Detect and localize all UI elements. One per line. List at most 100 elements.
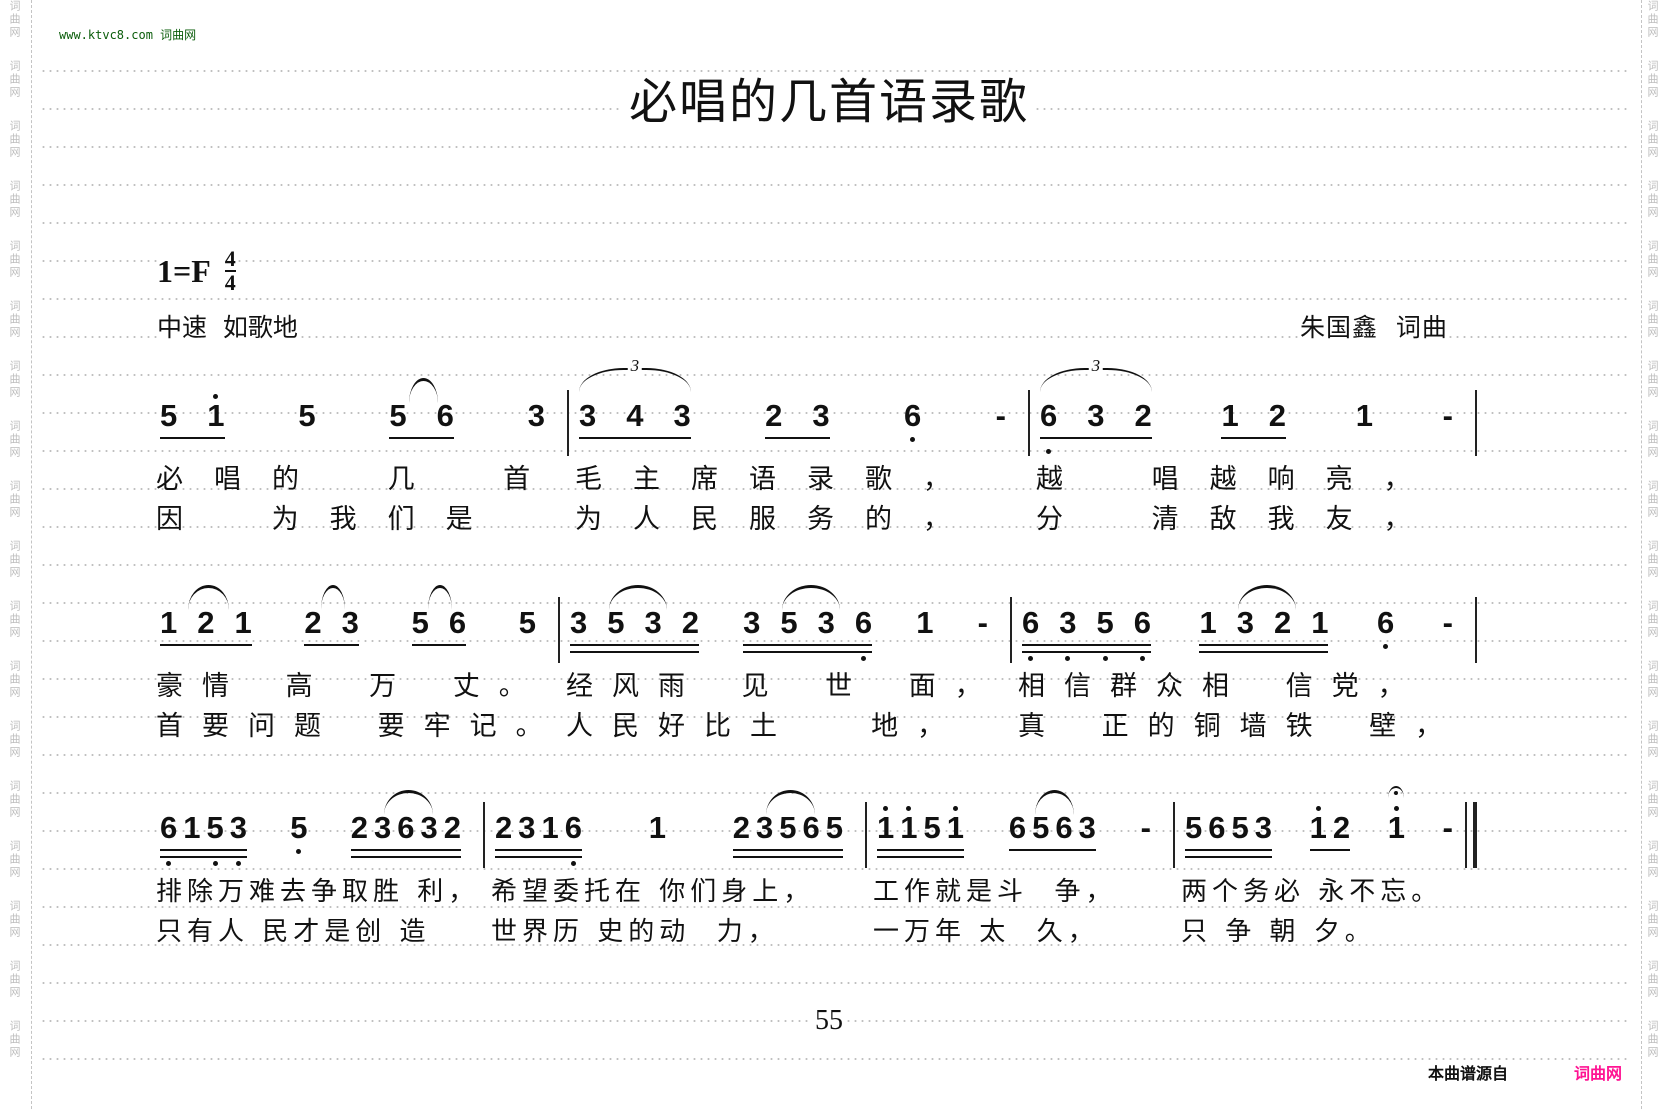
slur-mark xyxy=(427,585,453,610)
note: 3 xyxy=(812,398,830,433)
note: 3 xyxy=(420,810,438,845)
lyric-line-2: 只有人 民才是创 造 xyxy=(156,917,431,947)
watermark-text: 词曲网 xyxy=(1646,360,1658,399)
lyric-line-2: 只 争 朝 夕。 xyxy=(1181,917,1376,947)
note: 5 xyxy=(298,398,316,433)
note: 5 xyxy=(1032,810,1050,845)
note-group: - xyxy=(978,605,988,644)
note: 6 xyxy=(1376,605,1395,649)
watermark-text: 词曲网 xyxy=(8,60,21,99)
note: 6 xyxy=(397,810,415,845)
note-group: 1 xyxy=(1356,398,1373,437)
note: 4 xyxy=(626,398,644,433)
barline xyxy=(865,802,867,868)
watermark-text: 词曲网 xyxy=(1646,1020,1658,1059)
note-group: - xyxy=(996,398,1006,437)
barline xyxy=(1028,390,1030,456)
slur-mark xyxy=(320,585,346,610)
time-signature-top: 4 xyxy=(224,246,236,271)
note: 3 xyxy=(1059,605,1077,661)
note: 6 xyxy=(1008,810,1027,845)
slur-mark xyxy=(765,790,816,815)
note: 6 xyxy=(1133,605,1151,661)
note: 2 xyxy=(732,810,750,845)
note: 1 xyxy=(916,605,934,640)
barline xyxy=(567,390,569,456)
barline xyxy=(1475,390,1477,456)
note-group: 6 xyxy=(904,398,922,442)
lyric-line-1: 相信群众相 信党， xyxy=(1018,671,1424,702)
fermata-icon xyxy=(1388,786,1405,798)
note-group: 6 xyxy=(1376,605,1395,649)
note: 3 xyxy=(673,398,691,433)
key-text: 1=F xyxy=(157,252,211,289)
note: 1 xyxy=(1221,398,1239,433)
watermark-text: 词曲网 xyxy=(8,1020,21,1059)
note-group: - xyxy=(1443,810,1453,849)
note: 1 xyxy=(946,806,964,845)
watermark-text: 词曲网 xyxy=(1646,60,1658,99)
triplet-bracket: 3 xyxy=(1040,356,1152,392)
note: 5 xyxy=(1231,810,1249,845)
note: 3 xyxy=(229,810,247,866)
note: 2 xyxy=(495,810,513,845)
key-signature: 1=F 4 4 xyxy=(157,248,236,294)
watermark-text: 词曲网 xyxy=(1646,960,1658,999)
note: 1 xyxy=(1199,605,1217,640)
note: 1 xyxy=(1311,605,1329,640)
note: 2 xyxy=(1134,398,1152,433)
note: 3 xyxy=(527,398,545,433)
lyric-line-1: 越 唱越响亮， xyxy=(1036,464,1442,495)
slur-mark xyxy=(1034,790,1075,815)
lyric-line-2: 分 清敌我友， xyxy=(1036,504,1442,535)
watermark-text: 词曲网 xyxy=(1646,780,1658,819)
note: 3 xyxy=(374,810,392,845)
note: 5 xyxy=(607,605,625,640)
triplet-label: 3 xyxy=(627,356,643,376)
site-link[interactable]: www.ktvc8.com 词曲网 xyxy=(55,26,201,43)
time-signature-bottom: 4 xyxy=(224,270,236,295)
lyric-line-1: 经风雨 见 世 面， xyxy=(566,671,1001,702)
watermark-text: 词曲网 xyxy=(8,0,21,39)
lyric-line-2: 真 正的铜墙铁 壁， xyxy=(1018,711,1462,742)
note-group: 5 xyxy=(519,605,536,644)
note: 3 xyxy=(644,605,662,640)
note: 6 xyxy=(904,398,922,442)
note-group: - xyxy=(1443,398,1453,437)
sustain-dash: - xyxy=(1442,398,1453,433)
watermark-text: 词曲网 xyxy=(8,420,21,459)
site-name: 词曲网 xyxy=(160,28,197,42)
site-url: www.ktvc8.com xyxy=(59,28,153,42)
note: 2 xyxy=(765,398,783,433)
note-group: - xyxy=(1443,605,1453,644)
final-barline xyxy=(1465,802,1477,868)
barline xyxy=(1475,597,1477,663)
note: 3 xyxy=(1236,605,1254,640)
footer-source-link[interactable]: 词曲网 xyxy=(1574,1064,1623,1083)
dotted-background xyxy=(40,52,1630,1062)
watermark-text: 词曲网 xyxy=(1646,720,1658,759)
sustain-dash: - xyxy=(1442,810,1453,845)
watermark-text: 词曲网 xyxy=(1646,600,1658,639)
note: 6 xyxy=(448,605,467,640)
lyric-line-2: 人民好比土 地， xyxy=(566,711,964,742)
watermark-text: 词曲网 xyxy=(8,660,21,699)
note: 3 xyxy=(743,605,761,640)
